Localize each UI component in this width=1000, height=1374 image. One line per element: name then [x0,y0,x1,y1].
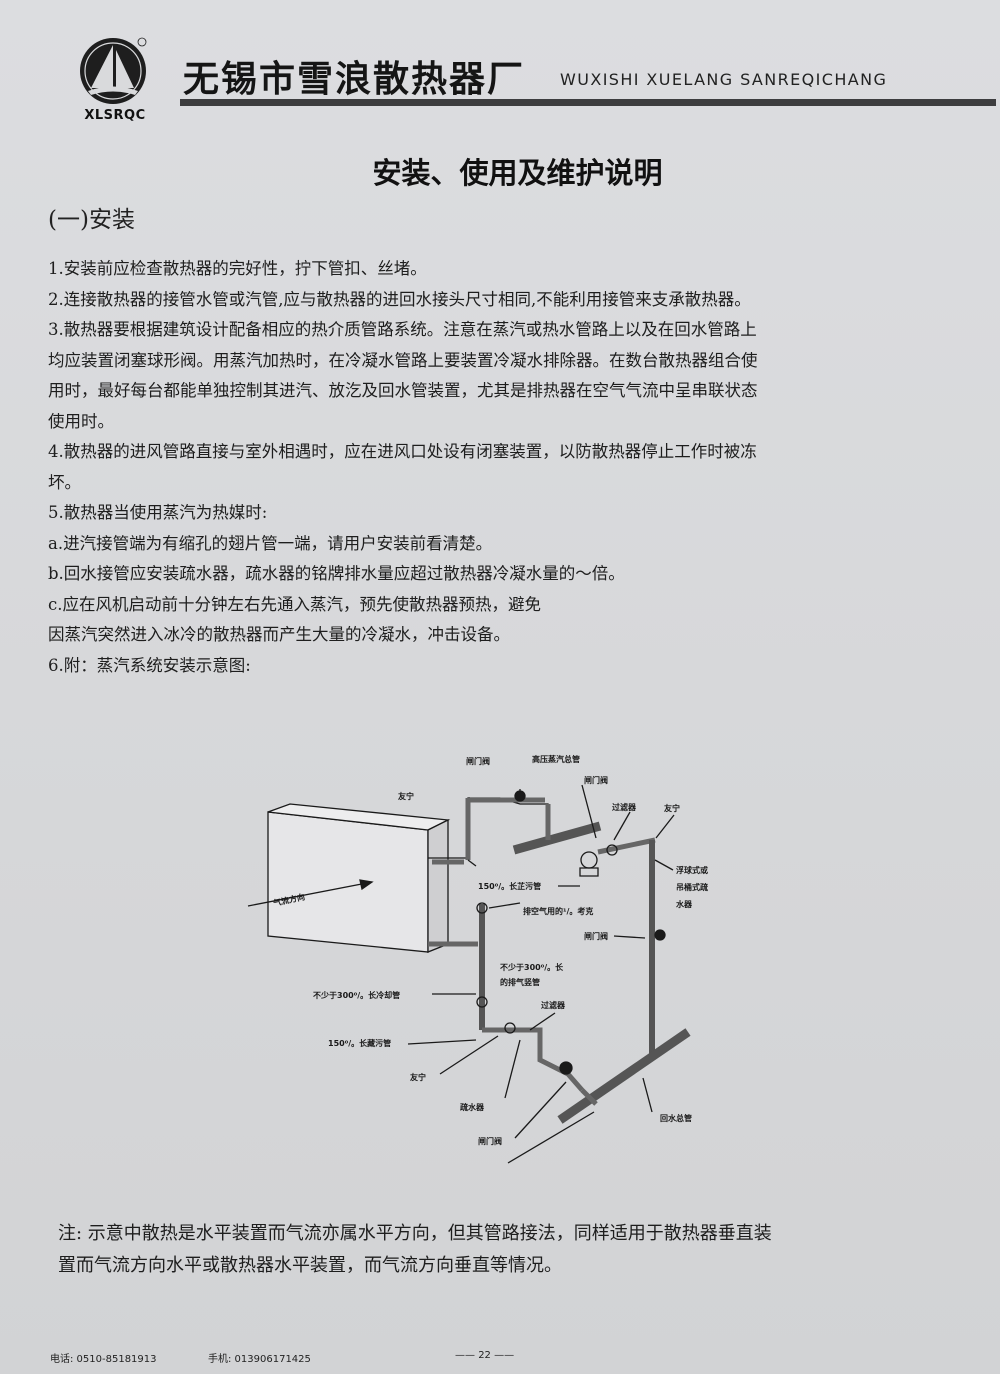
paragraph-line: 坏。 [48,472,81,492]
label-union-bottom: 友宁 [409,1072,426,1082]
paragraph-line: 均应装置闭塞球形阀。用蒸汽加热时，在冷凝水管路上要装置冷凝水排除器。在数台散热器… [48,350,758,370]
paragraph-line: 2.连接散热器的接管水管或汽管,应与散热器的进回水接头尺寸相同,不能利用接管来支… [48,289,751,309]
paragraph-line: 4.散热器的进风管路直接与室外相遇时，应在进风口处设有闭塞装置，以防散热器停止工… [48,442,757,461]
label-valve-bottom: 闸门阀 [478,1136,502,1146]
label-vent-pipe-1: 不少于300⁰/。长 [500,962,564,972]
note: 注: 示意中散热是水平装置而气流亦属水平方向，但其管路接法，同样适用于散热器垂直… [58,1218,958,1282]
paragraph-line: 3.散热器要根据建筑设计配备相应的热介质管路系统。注意在蒸汽或热水管路上以及在回… [48,320,757,339]
label-union-left: 友宁 [397,791,414,801]
paragraph-line: a.进汽接管端为有缩孔的翅片管一端，请用户安装前看清楚。 [48,533,493,553]
label-vent-pipe-2: 的排气竖管 [500,977,540,987]
header-rule [180,99,996,106]
label-valve-2: 闸门阀 [584,775,608,785]
label-valve-top: 闸门阀 [466,756,490,766]
label-return-main: 回水总管 [660,1113,692,1123]
paragraph-line: 用时，最好每台都能单独控制其进汽、放汔及回水管装置，尤其是排热器在空气气流中呈串… [48,381,758,400]
label-dirt-pipe: 150⁰/。长芷污管 [478,881,541,891]
page-title: 安装、使用及维护说明 [372,156,663,190]
paragraph-line: b.回水接管应安装疏水器，疏水器的铭牌排水量应超过散热器冷凝水量的～倍。 [48,564,625,583]
label-union-right: 友宁 [663,803,680,813]
footer-phone: 电话: 0510-85181913 [50,1354,157,1365]
label-cool-pipe: 不少于300⁰/。长冷却管 [313,990,400,1000]
paragraph-line: 1.安装前应检查散热器的完好性，拧下管扣、丝堵。 [48,259,427,278]
paragraph-line: 6.附：蒸汽系统安装示意图: [48,655,251,675]
steam-system-diagram: 闸门阀 高压蒸汽总管 闸门阀 友宁 过滤器 友宁 浮球式或 吊桶式疏 水器 气流… [247,754,708,1164]
label-trap-type-1: 浮球式或 [676,865,708,875]
footer-mobile: 手机: 013906171425 [208,1354,311,1365]
page-dash-left: —— [455,1350,475,1361]
logo-text: XLSRQC [84,108,146,123]
page-dash-right: —— [494,1350,515,1361]
paragraph-line: 因蒸汽突然进入冰冷的散热器而产生大量的冷凝水，冲击设备。 [48,625,510,644]
company-logo-icon [80,37,147,104]
paragraph-line: 5.散热器当使用蒸汽为热媒时: [48,503,268,522]
company-name-cn: 无锡市雪浪散热器厂 [183,59,526,100]
label-vent: 排空气用的¹/。考克 [523,906,593,916]
label-trap: 疏水器 [460,1102,485,1112]
note-line: 注: 示意中散热是水平装置而气流亦属水平方向，但其管路接法，同样适用于散热器垂直… [58,1223,772,1244]
paragraph-line: c.应在风机启动前十分钟左右先通入蒸汽，预先使散热器预热，避免 [48,594,541,614]
instructions-body: 1.安装前应检查散热器的完好性，拧下管扣、丝堵。 2.连接散热器的接管水管或汽管… [48,254,948,681]
page-number: 22 [478,1350,491,1361]
paragraph-line: 使用时。 [48,411,114,431]
label-valve-3: 闸门阀 [584,931,608,941]
footer-page-number-wrap: —— 22 —— [455,1350,514,1361]
label-trap-type-2: 吊桶式疏 [676,882,708,892]
label-filter: 过滤器 [612,802,637,812]
note-line: 置而气流方向水平或散热器水平装置，而气流方向垂直等情况。 [58,1255,562,1276]
section-heading: (一)安装 [48,207,135,233]
label-steam-main: 高压蒸汽总管 [532,754,580,764]
company-name-en: WUXISHI XUELANG SANREQICHANG [560,70,888,89]
label-dirt-pipe-2: 150⁰/。长藏污管 [328,1038,391,1048]
label-trap-type-3: 水器 [675,899,693,909]
label-filter-2: 过滤器 [541,1000,566,1010]
